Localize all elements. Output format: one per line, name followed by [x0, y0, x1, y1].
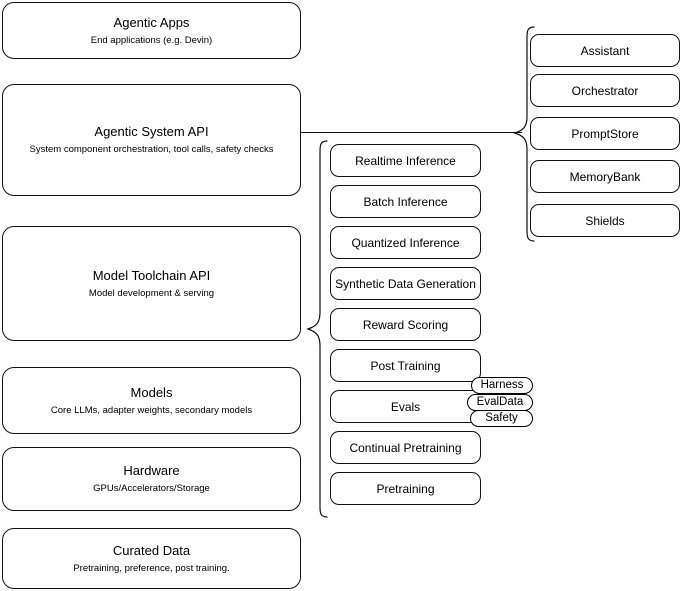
- layer-subtitle: Pretraining, preference, post training.: [73, 562, 230, 574]
- component-orchestrator[interactable]: Orchestrator: [530, 74, 680, 107]
- layer-title: Curated Data: [112, 542, 191, 558]
- capability-reward-scoring[interactable]: Reward Scoring: [330, 308, 481, 341]
- capability-evals[interactable]: Evals: [330, 390, 481, 423]
- layer-subtitle: System component orchestration, tool cal…: [29, 144, 274, 155]
- capability-batch-inference[interactable]: Batch Inference: [330, 185, 481, 218]
- system-api-connector-line: [300, 131, 522, 134]
- layer-title: Model Toolchain API: [92, 267, 211, 283]
- layer-title: Agentic Apps: [113, 14, 190, 30]
- layer-models[interactable]: Models Core LLMs, adapter weights, secon…: [2, 367, 301, 434]
- layer-title: Models: [130, 384, 173, 400]
- layer-model-toolchain-api[interactable]: Model Toolchain API Model development & …: [2, 226, 301, 341]
- capability-continual-pretraining[interactable]: Continual Pretraining: [330, 431, 481, 464]
- capability-quantized-inference[interactable]: Quantized Inference: [330, 226, 481, 259]
- component-shields[interactable]: Shields: [530, 204, 680, 237]
- component-memorybank[interactable]: MemoryBank: [530, 160, 680, 193]
- capability-realtime-inference[interactable]: Realtime Inference: [330, 144, 481, 177]
- capability-pretraining[interactable]: Pretraining: [330, 472, 481, 505]
- eval-badge-evaldata[interactable]: EvalData: [467, 394, 533, 411]
- layer-hardware[interactable]: Hardware GPUs/Accelerators/Storage: [2, 447, 301, 511]
- component-assistant[interactable]: Assistant: [530, 34, 680, 67]
- layer-curated-data[interactable]: Curated Data Pretraining, preference, po…: [2, 528, 301, 589]
- capability-post-training[interactable]: Post Training: [330, 349, 481, 382]
- capability-synthetic-data-generation[interactable]: Synthetic Data Generation: [330, 267, 481, 300]
- component-promptstore[interactable]: PromptStore: [530, 117, 680, 150]
- layer-subtitle: Model development & serving: [88, 287, 215, 299]
- eval-badge-harness[interactable]: Harness: [471, 377, 533, 394]
- layer-subtitle: End applications (e.g. Devin): [90, 34, 213, 46]
- eval-badge-safety[interactable]: Safety: [470, 410, 533, 427]
- layer-agentic-system-api[interactable]: Agentic System API System component orch…: [2, 84, 301, 196]
- layer-agentic-apps[interactable]: Agentic Apps End applications (e.g. Devi…: [2, 2, 301, 59]
- toolchain-brace: [306, 140, 328, 518]
- layer-subtitle: GPUs/Accelerators/Storage: [93, 483, 210, 494]
- layer-subtitle: Core LLMs, adapter weights, secondary mo…: [50, 404, 253, 416]
- layer-title: Hardware: [123, 463, 180, 478]
- layer-title: Agentic System API: [94, 124, 209, 139]
